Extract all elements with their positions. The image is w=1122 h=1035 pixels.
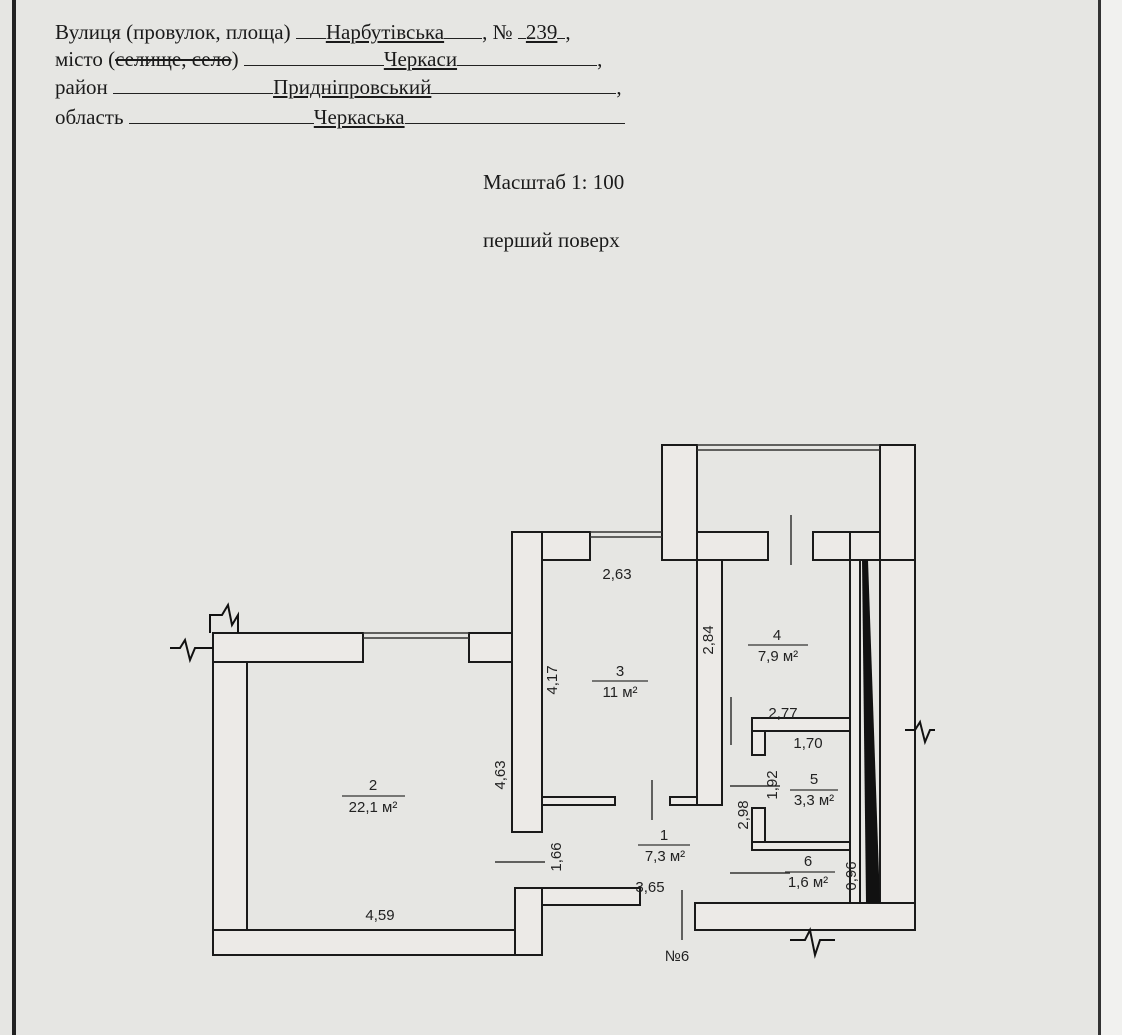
page-edge bbox=[12, 0, 16, 1035]
wall bbox=[541, 887, 641, 906]
room-4-number: 4 bbox=[773, 627, 781, 644]
city-line: місто (селище, село) Черкаси, bbox=[55, 47, 602, 71]
break-symbol bbox=[170, 602, 935, 959]
wall bbox=[849, 559, 861, 904]
street-line: Вулиця (провулок, площа) Нарбутівська , №… bbox=[55, 20, 571, 44]
wall bbox=[696, 531, 769, 561]
district-label: район bbox=[55, 75, 108, 99]
number-label: , № bbox=[482, 20, 513, 44]
wall bbox=[696, 559, 723, 806]
wall bbox=[212, 929, 516, 956]
dim-2-77: 2,77 bbox=[768, 705, 797, 722]
city-label: місто ( bbox=[55, 47, 116, 71]
door-marks bbox=[495, 515, 792, 940]
wall bbox=[751, 730, 766, 756]
dim-1-92: 1,92 bbox=[764, 770, 781, 799]
district-value: Придніпровський bbox=[273, 75, 432, 99]
wall bbox=[212, 661, 248, 956]
window bbox=[363, 444, 880, 639]
comma: , bbox=[616, 75, 622, 99]
wall bbox=[212, 632, 364, 663]
city-struck: селище, село bbox=[115, 47, 232, 71]
room-6-area: 1,6 м² bbox=[788, 874, 828, 891]
district-line: район Придніпровський, bbox=[55, 75, 622, 99]
comma: , bbox=[597, 47, 603, 71]
wall bbox=[661, 444, 698, 561]
wall bbox=[879, 559, 916, 904]
dim-2-63: 2,63 bbox=[602, 566, 631, 583]
wall bbox=[751, 807, 766, 846]
wall bbox=[511, 531, 543, 833]
comma: , bbox=[565, 20, 571, 44]
room-2-area: 22,1 м² bbox=[349, 799, 398, 816]
room-5-number: 5 bbox=[810, 771, 818, 788]
shaft-fill bbox=[862, 560, 880, 903]
page-edge-right bbox=[1098, 0, 1101, 1035]
apartment-label: №6 bbox=[665, 948, 689, 965]
wall bbox=[694, 902, 916, 931]
room-4-area: 7,9 м² bbox=[758, 648, 798, 665]
street-label: Вулиця (провулок, площа) bbox=[55, 20, 291, 44]
number-value: 239 bbox=[525, 20, 558, 44]
wall bbox=[541, 531, 591, 561]
street-value: Нарбутівська bbox=[325, 20, 445, 44]
room-1-area: 7,3 м² bbox=[645, 848, 685, 865]
region-line: область Черкаська bbox=[55, 105, 625, 129]
wall bbox=[514, 887, 543, 956]
wall bbox=[669, 796, 698, 806]
wall bbox=[751, 717, 851, 732]
background-sheet bbox=[1101, 0, 1122, 1035]
dim-3-65: 3,65 bbox=[635, 879, 664, 896]
wall bbox=[879, 444, 916, 561]
dim-1-66: 1,66 bbox=[548, 842, 565, 871]
room-1-number: 1 bbox=[660, 827, 668, 844]
city-value: Черкаси bbox=[383, 47, 458, 71]
dim-4-17: 4,17 bbox=[544, 665, 561, 694]
dim-2-84: 2,84 bbox=[700, 625, 717, 654]
dim-4-59: 4,59 bbox=[365, 907, 394, 924]
wall bbox=[751, 841, 851, 851]
scale-label: Масштаб 1: 100 bbox=[483, 170, 625, 194]
dim-4-63: 4,63 bbox=[492, 760, 509, 789]
region-value: Черкаська bbox=[313, 105, 405, 129]
wall bbox=[468, 632, 513, 663]
wall bbox=[541, 796, 616, 806]
city-label-end: ) bbox=[231, 47, 239, 71]
room-3-area: 11 м² bbox=[602, 684, 637, 701]
room-5-area: 3,3 м² bbox=[794, 792, 834, 809]
room-6-number: 6 bbox=[804, 853, 812, 870]
wall bbox=[812, 531, 851, 561]
room-3-number: 3 bbox=[616, 663, 624, 680]
dim-0-96: 0,96 bbox=[843, 861, 860, 890]
wall bbox=[849, 531, 881, 561]
region-label: область bbox=[55, 105, 124, 129]
room-2-number: 2 bbox=[369, 777, 377, 794]
dim-1-70: 1,70 bbox=[793, 735, 822, 752]
dim-2-98: 2,98 bbox=[735, 800, 752, 829]
floor-label: перший поверх bbox=[483, 228, 620, 252]
